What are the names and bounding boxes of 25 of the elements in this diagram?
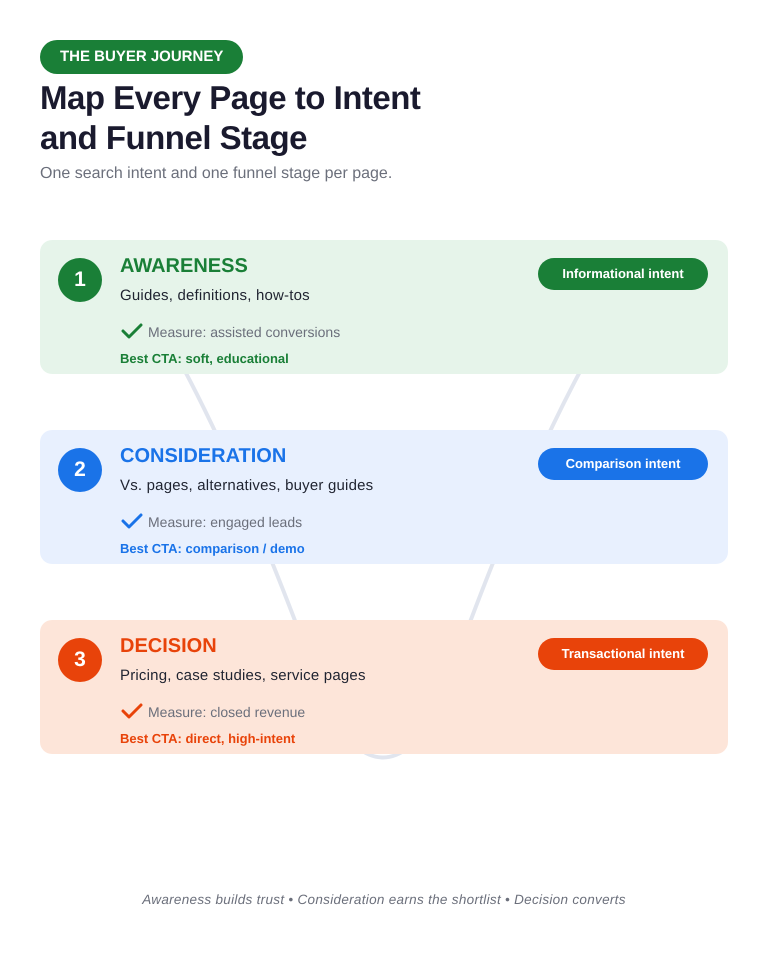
step-number: 2 <box>58 448 102 492</box>
cta-text: Best CTA: soft, educational <box>120 351 289 366</box>
title: Map Every Page to Intent and Funnel Stage <box>40 78 422 158</box>
step-number: 1 <box>58 258 102 302</box>
measure-text: Measure: assisted conversions <box>148 324 340 340</box>
intent-badge: Transactional intent <box>538 638 708 670</box>
subtitle: One search intent and one funnel stage per page. <box>40 165 392 183</box>
stage-heading: CONSIDERATION <box>120 445 286 468</box>
section-badge: THE BUYER JOURNEY <box>40 40 244 74</box>
cta-text: Best CTA: direct, high-intent <box>120 731 296 746</box>
stage-description: Vs. pages, alternatives, buyer guides <box>120 477 374 494</box>
stage-card <box>40 430 728 564</box>
stage-description: Guides, definitions, how-tos <box>120 287 310 304</box>
cta-text: Best CTA: comparison / demo <box>120 541 305 556</box>
stage-description: Pricing, case studies, service pages <box>120 667 366 684</box>
caption: Awareness builds trust • Consideration earns the shortlist • Decision converts <box>140 892 627 907</box>
stage-card <box>40 620 728 754</box>
measure-text: Measure: closed revenue <box>148 704 306 720</box>
stage-heading: DECISION <box>120 635 217 658</box>
measure-text: Measure: engaged leads <box>148 514 302 530</box>
stage-heading: AWARENESS <box>120 255 248 278</box>
intent-badge: Comparison intent <box>538 448 708 480</box>
intent-badge: Informational intent <box>538 258 708 290</box>
step-number: 3 <box>58 638 102 682</box>
stage-card <box>40 240 728 374</box>
